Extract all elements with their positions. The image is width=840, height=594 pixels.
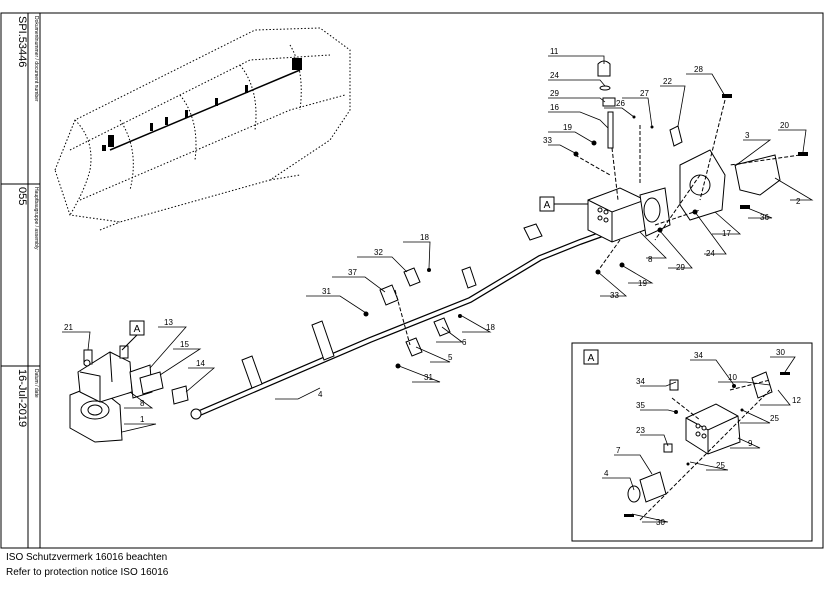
view-label-main: A	[539, 196, 588, 212]
protection-notice-en: Refer to protection notice ISO 16016	[6, 567, 169, 578]
callout-22: 22	[663, 77, 672, 86]
date-label: Datum / date	[33, 369, 39, 398]
callout-25b: 25	[716, 461, 725, 470]
callout-20: 20	[780, 121, 789, 130]
callout-2: 2	[796, 197, 801, 206]
callout-7: 7	[616, 446, 621, 455]
callout-25: 25	[770, 414, 779, 423]
callout-24: 24	[550, 71, 559, 80]
callout-23: 23	[636, 426, 645, 435]
callout-31: 31	[322, 287, 331, 296]
leader-lines	[62, 55, 814, 523]
callout-numbers: 11 24 29 16 19 33 26 27 22 28 3 20 2 36 …	[64, 47, 801, 527]
callout-28: 28	[694, 65, 703, 74]
drawing-border	[0, 12, 824, 549]
detail-valve	[627, 371, 773, 503]
hose-clamps	[241, 223, 543, 389]
machine-overview	[54, 27, 351, 231]
callout-11: 11	[550, 47, 559, 56]
callout-10: 10	[728, 373, 737, 382]
callout-6: 6	[462, 338, 467, 347]
svg-text:A: A	[588, 353, 595, 364]
protection-notice-de: ISO Schutzvermerk 16016 beachten	[6, 552, 168, 563]
assembly-number: 055	[16, 187, 28, 206]
assembly-axis	[394, 289, 411, 346]
view-label-inset: A	[583, 349, 599, 365]
callout-4b: 4	[604, 469, 609, 478]
callout-14: 14	[196, 359, 205, 368]
callout-26: 26	[616, 99, 625, 108]
callout-33: 33	[543, 136, 552, 145]
overview-hose	[109, 69, 301, 151]
callout-30b: 30	[656, 518, 665, 527]
callout-8: 8	[648, 255, 653, 264]
callout-18b: 18	[486, 323, 495, 332]
callout-31b: 31	[424, 373, 433, 382]
document-number: SPI.53446	[16, 16, 28, 68]
callout-34b: 34	[636, 377, 645, 386]
hydraulic-hose	[190, 229, 611, 420]
hydraulic-motor-left	[69, 345, 189, 443]
callout-35: 35	[636, 401, 645, 410]
callout-29: 29	[550, 89, 559, 98]
date-value: 16-Jul-2019	[16, 369, 28, 428]
assembly-label: Hauptbaugruppe / assembly	[33, 187, 39, 250]
callout-27: 27	[640, 89, 649, 98]
callout-19b: 19	[638, 279, 647, 288]
svg-text:A: A	[544, 200, 551, 211]
small-parts-upper	[363, 94, 808, 369]
callout-33b: 33	[610, 291, 619, 300]
callout-24b: 24	[706, 249, 715, 258]
callout-3: 3	[745, 131, 750, 140]
overview-clamps	[102, 58, 302, 151]
valve-block-assembly	[587, 60, 781, 243]
callout-17: 17	[722, 229, 731, 238]
detail-view-box	[571, 342, 813, 542]
callout-16: 16	[550, 103, 559, 112]
callout-29b: 29	[676, 263, 685, 272]
callout-21: 21	[64, 323, 73, 332]
callout-1: 1	[140, 415, 145, 424]
document-number-label: Dokumentnummer / document number	[33, 16, 39, 102]
callout-8b: 8	[140, 399, 145, 408]
callout-32: 32	[374, 248, 383, 257]
callout-5: 5	[448, 353, 453, 362]
callout-36: 36	[760, 213, 769, 222]
bolt-lines	[574, 99, 801, 269]
callout-12: 12	[792, 396, 801, 405]
svg-text:A: A	[134, 324, 141, 335]
callout-13: 13	[164, 318, 173, 327]
callout-15: 15	[180, 340, 189, 349]
callout-19: 19	[563, 123, 572, 132]
callout-9: 9	[748, 439, 753, 448]
callout-37: 37	[348, 268, 357, 277]
callout-18: 18	[420, 233, 429, 242]
detail-axis-lines	[639, 379, 771, 521]
callout-4: 4	[318, 390, 323, 399]
callout-34: 34	[694, 351, 703, 360]
view-label-left: A	[121, 320, 145, 351]
callout-30: 30	[776, 348, 785, 357]
